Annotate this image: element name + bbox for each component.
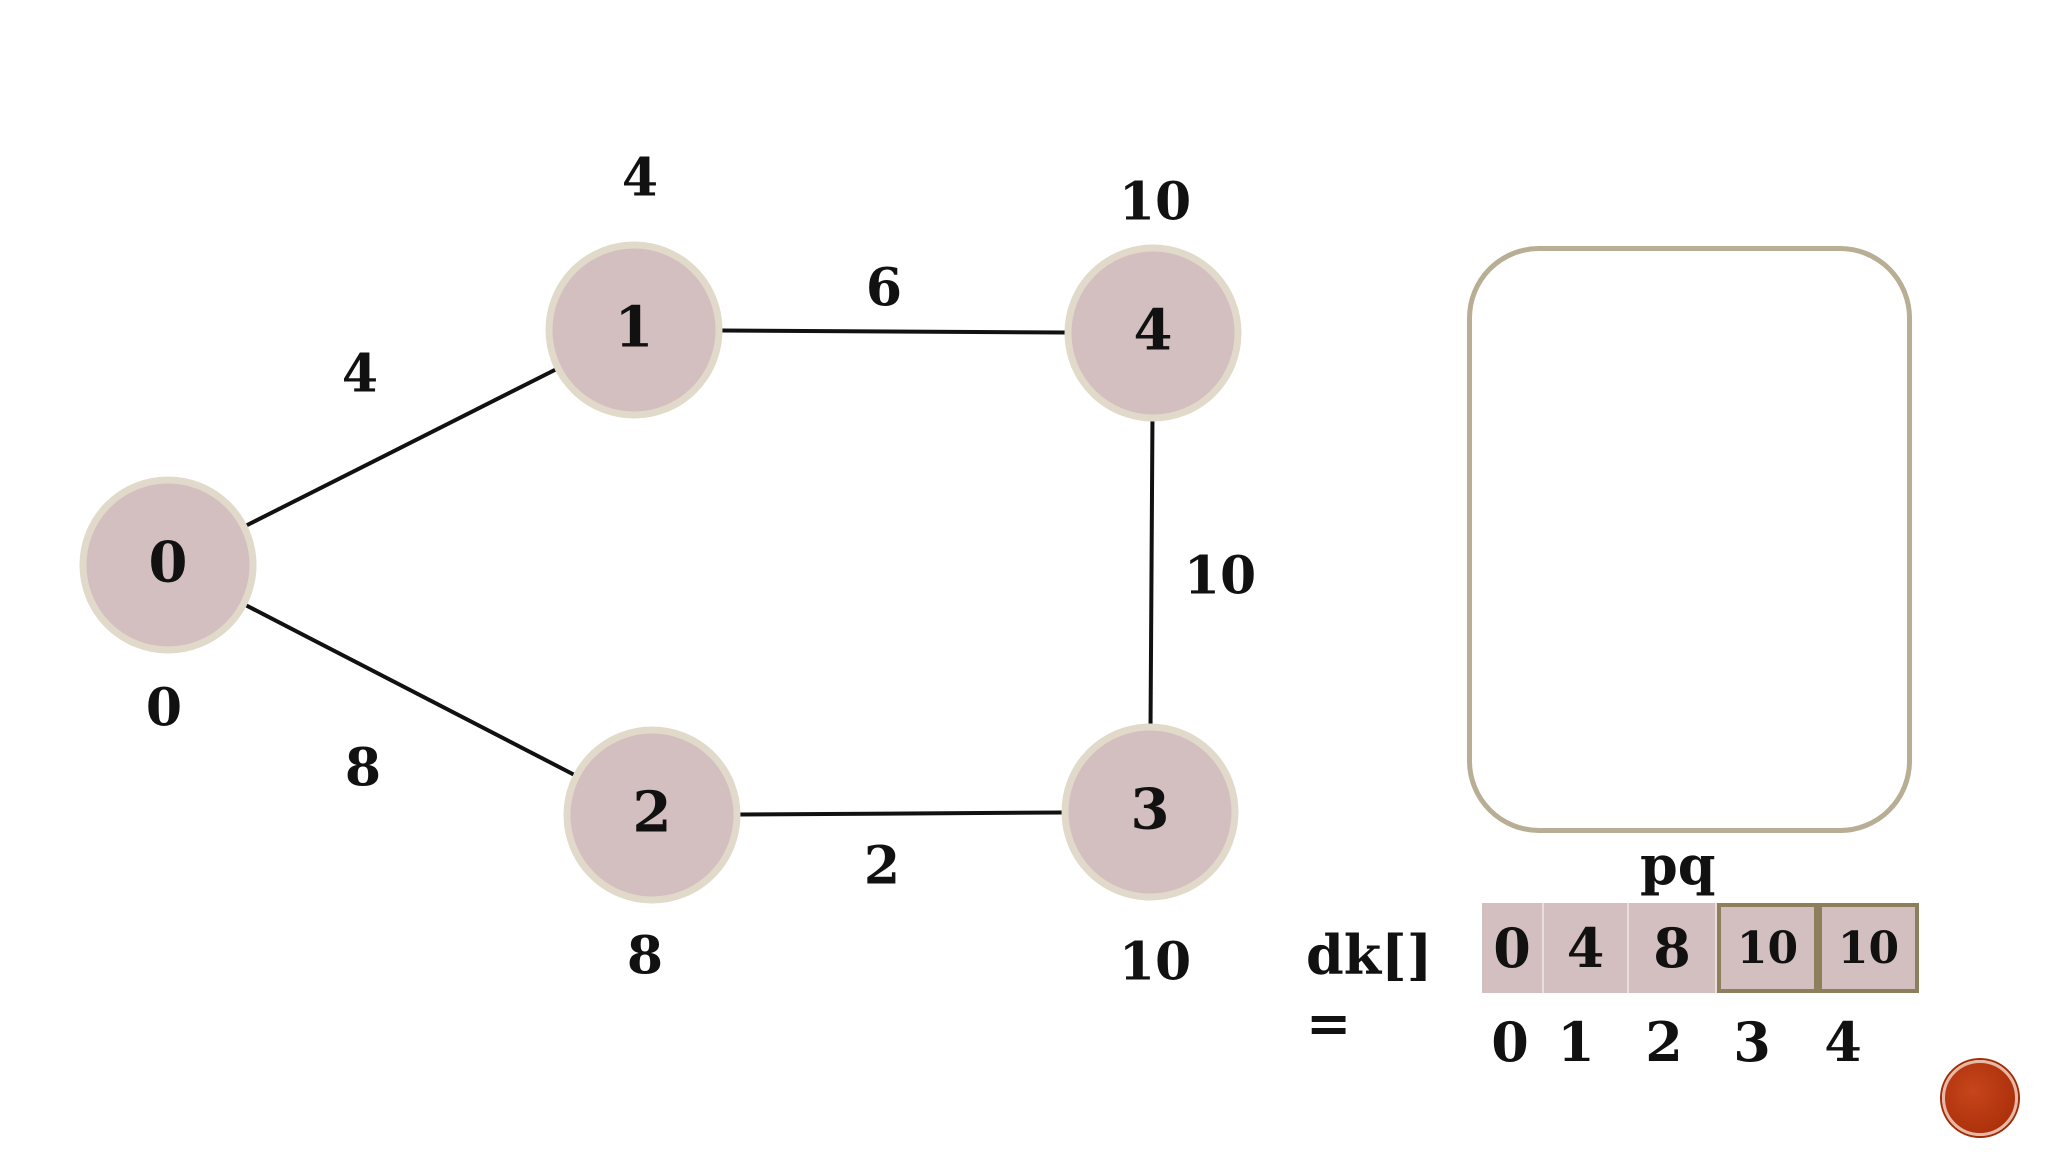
edge-weight-2-3: 2 (864, 836, 900, 897)
edge-0-1 (245, 367, 557, 528)
graph-node-4: 4 (1064, 244, 1242, 422)
graph-node-2: 2 (563, 726, 741, 904)
node-label-1: 1 (615, 295, 654, 361)
dk-index-3: 3 (1733, 1010, 1771, 1074)
dk-array-equals: = (1306, 990, 1352, 1055)
dk-cell-2: 8 (1629, 903, 1717, 993)
graph-edges (245, 328, 1155, 817)
node-label-3: 3 (1131, 777, 1170, 843)
node-label-4: 4 (1134, 298, 1173, 364)
dk-index-4: 4 (1824, 1010, 1862, 1074)
node-label-2: 2 (633, 780, 672, 846)
edge-0-2 (245, 603, 575, 777)
dk-array-name: dk[] (1306, 923, 1433, 987)
dk-index-0: 0 (1491, 1010, 1529, 1074)
node-label-0: 0 (149, 530, 188, 596)
node-distance-3: 10 (1119, 932, 1191, 993)
node-circle-1 (545, 241, 723, 419)
node-distance-4: 10 (1119, 172, 1191, 233)
graph-node-3: 3 (1061, 723, 1239, 901)
node-distance-2: 8 (627, 926, 663, 987)
edge-weight-0-1: 4 (342, 344, 378, 405)
edge-weights: 4 8 6 2 10 (342, 258, 1256, 897)
node-circle-0 (79, 476, 257, 654)
edge-4-3 (1148, 420, 1155, 725)
priority-queue-box (1467, 246, 1912, 833)
edge-2-3 (739, 810, 1063, 817)
priority-queue-label: pq (1640, 833, 1716, 897)
graph-nodes: 0 1 2 3 4 (79, 241, 1242, 904)
dk-index-1: 1 (1557, 1010, 1595, 1074)
edge-1-4 (721, 328, 1066, 335)
node-circle-2 (563, 726, 741, 904)
node-distance-1: 4 (622, 148, 658, 209)
edge-weight-1-4: 6 (866, 258, 902, 319)
edge-weight-4-3: 10 (1184, 546, 1256, 607)
edge-weight-0-2: 8 (345, 738, 381, 799)
node-distance-0: 0 (146, 678, 182, 739)
dk-cell-3: 10 (1717, 903, 1818, 993)
node-circle-4 (1064, 244, 1242, 422)
dk-cell-0: 0 (1482, 903, 1544, 993)
dk-index-2: 2 (1645, 1010, 1683, 1074)
slide-nav-button[interactable] (1942, 1060, 2018, 1136)
dk-cell-1: 4 (1544, 903, 1629, 993)
graph-node-0: 0 (79, 476, 257, 654)
graph-node-1: 1 (545, 241, 723, 419)
dk-array-label: dk[] = (1306, 922, 1456, 1057)
dk-cell-4: 10 (1818, 903, 1919, 993)
node-circle-3 (1061, 723, 1239, 901)
